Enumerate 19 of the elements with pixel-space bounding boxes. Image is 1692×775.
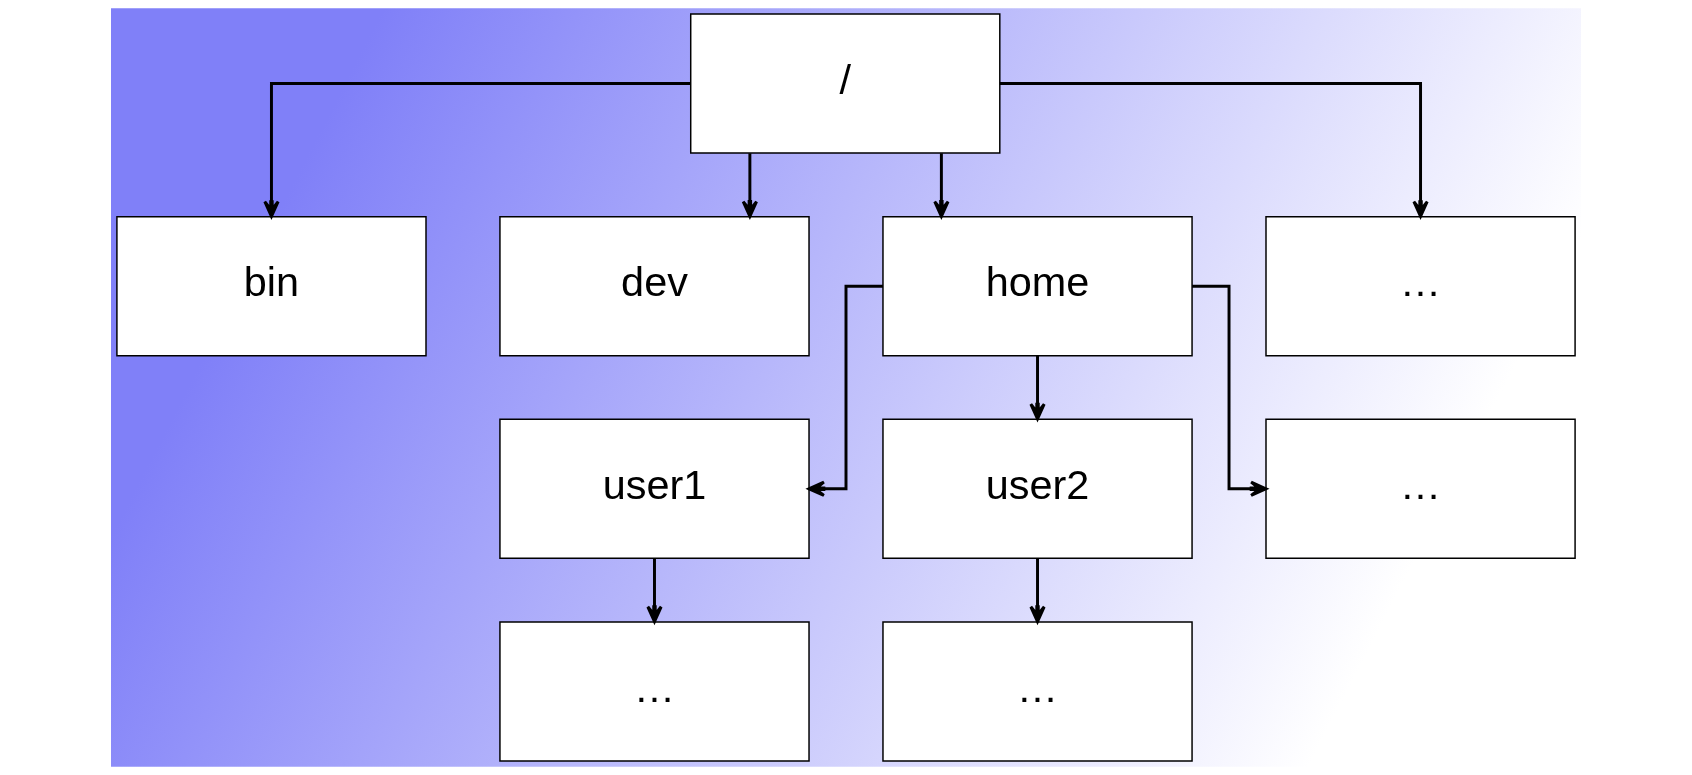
- arrow: [741, 153, 758, 218]
- node-box: …: [882, 621, 1193, 762]
- arrow: [807, 284, 883, 497]
- arrow: [646, 558, 663, 624]
- arrow: [1192, 284, 1268, 497]
- node-box: …: [1265, 418, 1576, 560]
- node-box: user1: [499, 418, 810, 560]
- node-box: /: [690, 13, 1001, 154]
- arrow: [933, 153, 950, 218]
- node-box: home: [882, 215, 1193, 357]
- arrow: [999, 82, 1429, 218]
- arrow: [263, 82, 691, 218]
- node-box: bin: [116, 215, 427, 357]
- arrow: [1029, 558, 1046, 624]
- arrow: [1029, 355, 1046, 421]
- node-box: …: [1265, 215, 1576, 357]
- node-box: user2: [882, 418, 1193, 560]
- node-box: dev: [499, 215, 810, 357]
- node-box: …: [499, 621, 810, 762]
